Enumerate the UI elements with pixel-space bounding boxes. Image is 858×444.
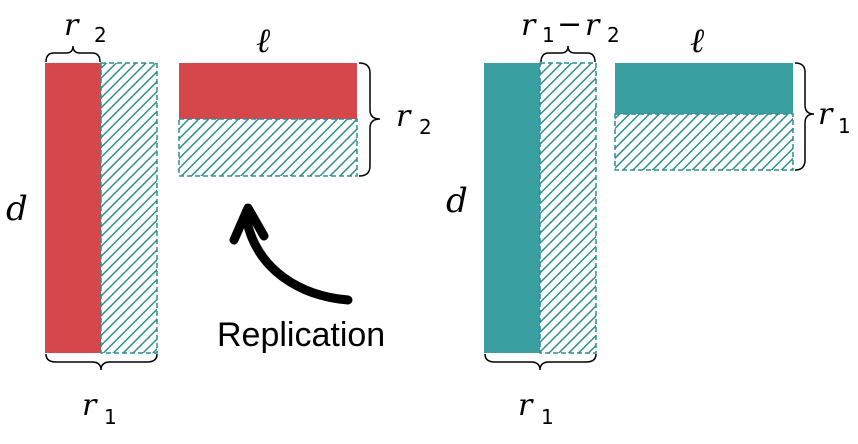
right-d-label: d: [446, 181, 468, 221]
left-top-label-sub: 2: [94, 23, 107, 47]
left-top-brace: [45, 45, 101, 63]
left-wide-solid-block: [179, 63, 357, 119]
right-right-label-sub: 1: [838, 114, 851, 138]
right-right-label: r: [818, 97, 834, 132]
right-tall-solid-block: [484, 63, 540, 353]
right-wide-hatched-block: [614, 113, 794, 171]
left-bottom-label: r: [82, 388, 98, 423]
right-right-brace: [794, 62, 815, 171]
left-ell-label: ℓ: [256, 21, 270, 61]
left-right-brace: [358, 62, 381, 177]
left-tall-solid-block: [45, 63, 101, 353]
replication-label: Replication: [217, 316, 385, 354]
right-bottom-label-sub: 1: [541, 405, 554, 429]
left-diagram: r 2 ℓ r 2 d r 1 Replication: [6, 8, 432, 429]
left-bottom-brace: [45, 353, 158, 371]
replication-arrow: [242, 217, 353, 305]
right-top-label-sub-a: 1: [542, 23, 555, 47]
left-wide-hatched-block: [178, 118, 358, 177]
right-top-minus: −: [557, 7, 582, 42]
right-wide-solid-block: [615, 63, 793, 114]
right-diagram: r 1 − r 2 ℓ r 1 d r 1: [446, 7, 851, 429]
left-d-label: d: [6, 189, 28, 229]
right-top-label-b: r: [585, 8, 601, 43]
left-top-label: r: [64, 8, 80, 43]
right-top-label: r: [521, 8, 537, 43]
right-bottom-brace: [484, 353, 597, 371]
left-tall-hatched-block: [100, 62, 158, 354]
right-tall-hatched-block: [539, 62, 597, 354]
right-top-brace: [540, 45, 596, 63]
replication-arrow-head: [229, 203, 269, 245]
right-ell-label: ℓ: [690, 21, 704, 61]
right-top-label-sub-b: 2: [607, 23, 620, 47]
right-bottom-label: r: [518, 388, 534, 423]
left-right-label: r: [396, 99, 412, 134]
left-bottom-label-sub: 1: [104, 405, 117, 429]
left-right-label-sub: 2: [419, 115, 432, 139]
